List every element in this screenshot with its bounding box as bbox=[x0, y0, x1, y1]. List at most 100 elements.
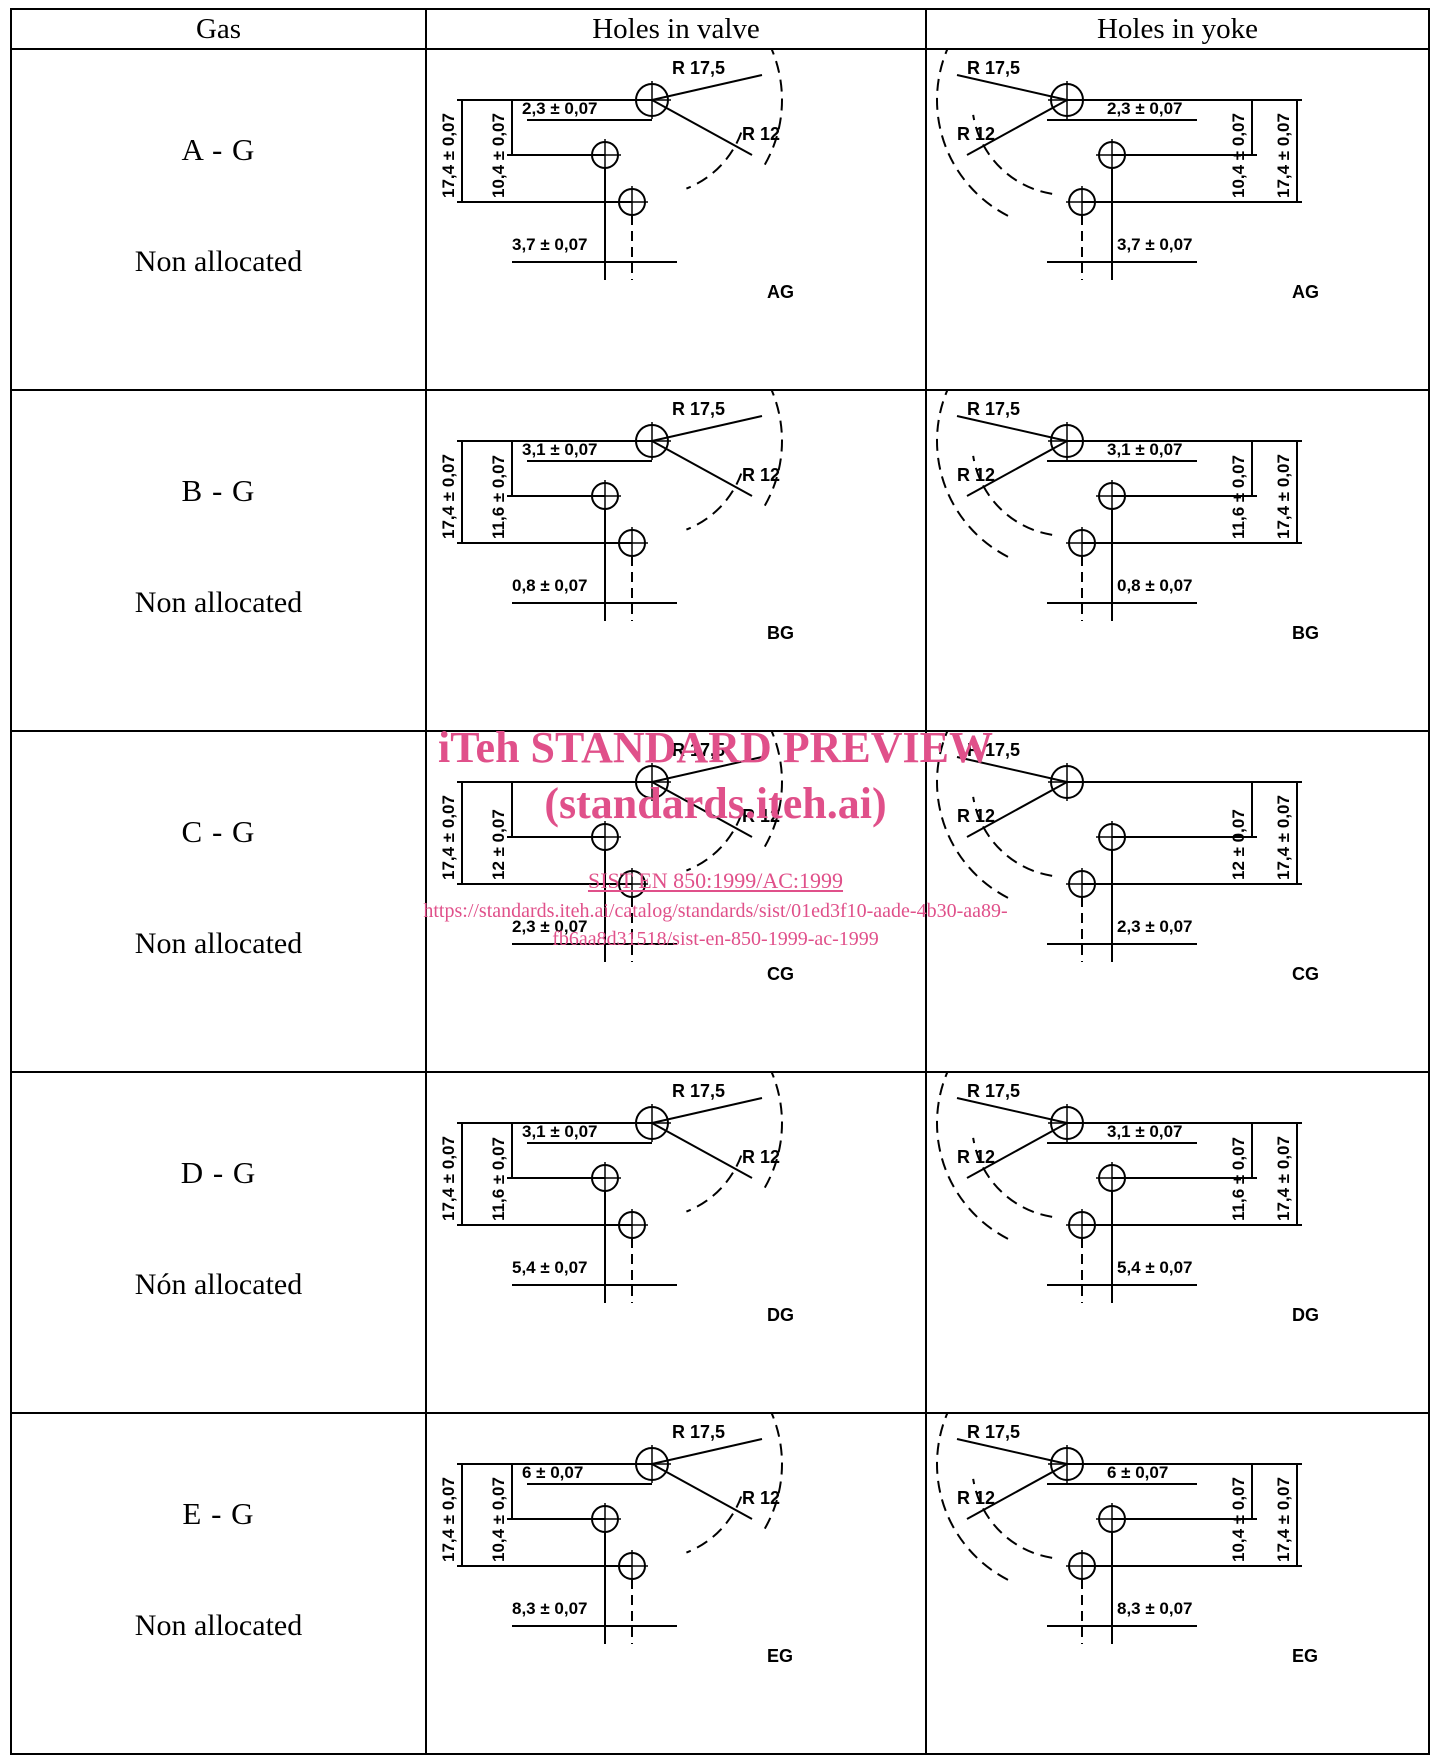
watermark-standard-link[interactable]: SIST EN 850:1999/AC:1999 bbox=[587, 868, 844, 893]
yoke-leader-r-small bbox=[966, 440, 1068, 497]
valve-leader-r-large bbox=[651, 756, 763, 783]
yoke-label-r-large: R 17,5 bbox=[967, 58, 1020, 78]
allocation-status: Non allocated bbox=[134, 586, 303, 619]
yoke-label-top: 3,1 ± 0,07 bbox=[1107, 1122, 1183, 1141]
yoke-arc-r-large bbox=[936, 1414, 1009, 1581]
valve-label-r-small: R 12 bbox=[742, 1147, 780, 1167]
valve-arc-r-large bbox=[761, 1073, 783, 1192]
valve-leader-r-large bbox=[651, 1097, 763, 1124]
valve-label-top: 2,3 ± 0,07 bbox=[522, 99, 598, 118]
header-holes-in-yoke: Holes in yoke bbox=[925, 8, 1430, 50]
gas-designation: D - G bbox=[180, 1155, 257, 1190]
valve-label-top: 6 ± 0,07 bbox=[522, 1463, 583, 1482]
valve-label-r-small: R 12 bbox=[742, 806, 780, 826]
valve-leader-r-small bbox=[651, 1122, 753, 1179]
valve-leader-r-small bbox=[651, 781, 753, 838]
valve-arc-r-large bbox=[761, 391, 783, 510]
yoke-figure-code: EG bbox=[1292, 1646, 1318, 1666]
yoke-label-total: 17,4 ± 0,07 bbox=[1274, 113, 1293, 198]
valve-figure-code: AG bbox=[767, 282, 794, 302]
yoke-label-bottom: 8,3 ± 0,07 bbox=[1117, 1599, 1193, 1618]
yoke-leader-r-large bbox=[956, 415, 1068, 442]
header-holes-in-valve: Holes in valve bbox=[425, 8, 927, 50]
yoke-leader-r-large bbox=[956, 74, 1068, 101]
yoke-leader-r-large bbox=[956, 1438, 1068, 1465]
valve-label-r-large: R 17,5 bbox=[672, 1422, 725, 1442]
valve-arc-r-large bbox=[761, 732, 783, 851]
valve-label-r-small: R 12 bbox=[742, 465, 780, 485]
valve-label-r-large: R 17,5 bbox=[672, 1081, 725, 1101]
watermark-url-line1[interactable]: https://standards.iteh.ai/catalog/standa… bbox=[423, 900, 1008, 922]
valve-arc-r-small bbox=[686, 1496, 743, 1554]
yoke-arc-r-small bbox=[972, 114, 1053, 195]
valve-drawing: R 17,5 R 12 17,4 ± 0,07 10,4 ± 0,07 6 ± 0,07… bbox=[439, 1414, 793, 1666]
allocation-status: Non allocated bbox=[134, 927, 303, 960]
yoke-arc-r-small bbox=[972, 1478, 1053, 1559]
yoke-leader-r-large bbox=[956, 756, 1068, 783]
yoke-leader-r-small bbox=[966, 1122, 1068, 1179]
holes-in-valve-cell: R 17,5 R 12 17,4 ± 0,07 10,4 ± 0,07 6 ± 0,07… bbox=[425, 1412, 927, 1755]
valve-label-bottom: 5,4 ± 0,07 bbox=[512, 1258, 588, 1277]
yoke-label-top: 3,1 ± 0,07 bbox=[1107, 440, 1183, 459]
valve-arc-r-large bbox=[761, 50, 783, 169]
allocation-status: Non allocated bbox=[134, 245, 303, 278]
yoke-label-bottom: 0,8 ± 0,07 bbox=[1117, 576, 1193, 595]
yoke-figure-code: AG bbox=[1292, 282, 1319, 302]
valve-arc-r-small bbox=[686, 473, 743, 531]
yoke-label-bottom: 2,3 ± 0,07 bbox=[1117, 917, 1193, 936]
yoke-label-mid: 12 ± 0,07 bbox=[1229, 809, 1248, 880]
valve-label-total: 17,4 ± 0,07 bbox=[439, 1136, 458, 1221]
valve-label-total: 17,4 ± 0,07 bbox=[439, 1477, 458, 1562]
valve-figure-code: DG bbox=[767, 1305, 794, 1325]
yoke-arc-r-large bbox=[936, 391, 1009, 558]
yoke-label-r-large: R 17,5 bbox=[967, 740, 1020, 760]
allocation-status: Nón allocated bbox=[134, 1268, 303, 1301]
valve-label-r-small: R 12 bbox=[742, 1488, 780, 1508]
gas-cell: D - G Nón allocated bbox=[10, 1071, 427, 1414]
valve-arc-r-small bbox=[686, 814, 743, 872]
gas-designation: E - G bbox=[182, 1496, 255, 1531]
valve-label-r-large: R 17,5 bbox=[672, 399, 725, 419]
yoke-label-mid: 10,4 ± 0,07 bbox=[1229, 1477, 1248, 1562]
valve-label-bottom: 8,3 ± 0,07 bbox=[512, 1599, 588, 1618]
valve-leader-r-large bbox=[651, 415, 763, 442]
valve-label-mid: 10,4 ± 0,07 bbox=[489, 1477, 508, 1562]
valve-leader-r-large bbox=[651, 1438, 763, 1465]
yoke-arc-r-small bbox=[972, 796, 1053, 877]
yoke-label-r-small: R 12 bbox=[957, 1147, 995, 1167]
header-gas: Gas bbox=[10, 8, 427, 50]
holes-in-valve-cell: R 17,5 R 12 17,4 ± 0,07 11,6 ± 0,07 3,1 ± 0,… bbox=[425, 1071, 927, 1414]
yoke-leader-r-large bbox=[956, 1097, 1068, 1124]
valve-label-mid: 12 ± 0,07 bbox=[489, 809, 508, 880]
yoke-arc-r-small bbox=[972, 1137, 1053, 1218]
yoke-leader-r-small bbox=[966, 1463, 1068, 1520]
valve-label-mid: 11,6 ± 0,07 bbox=[489, 1137, 508, 1221]
watermark-url-line2[interactable]: fb6aa8d31518/sist-en-850-1999-ac-1999 bbox=[552, 928, 879, 950]
valve-label-r-large: R 17,5 bbox=[672, 58, 725, 78]
valve-figure-code: CG bbox=[767, 964, 794, 984]
valve-arc-r-small bbox=[686, 1155, 743, 1213]
valve-arc-r-large bbox=[761, 1414, 783, 1533]
yoke-label-total: 17,4 ± 0,07 bbox=[1274, 1477, 1293, 1562]
valve-figure-code: EG bbox=[767, 1646, 793, 1666]
yoke-label-bottom: 5,4 ± 0,07 bbox=[1117, 1258, 1193, 1277]
valve-label-top: 3,1 ± 0,07 bbox=[522, 1122, 598, 1141]
valve-label-total: 17,4 ± 0,07 bbox=[439, 454, 458, 539]
valve-label-total: 17,4 ± 0,07 bbox=[439, 795, 458, 880]
yoke-label-r-large: R 17,5 bbox=[967, 1081, 1020, 1101]
valve-arc-r-small bbox=[686, 132, 743, 190]
yoke-label-top: 6 ± 0,07 bbox=[1107, 1463, 1168, 1482]
yoke-leader-r-small bbox=[966, 99, 1068, 156]
